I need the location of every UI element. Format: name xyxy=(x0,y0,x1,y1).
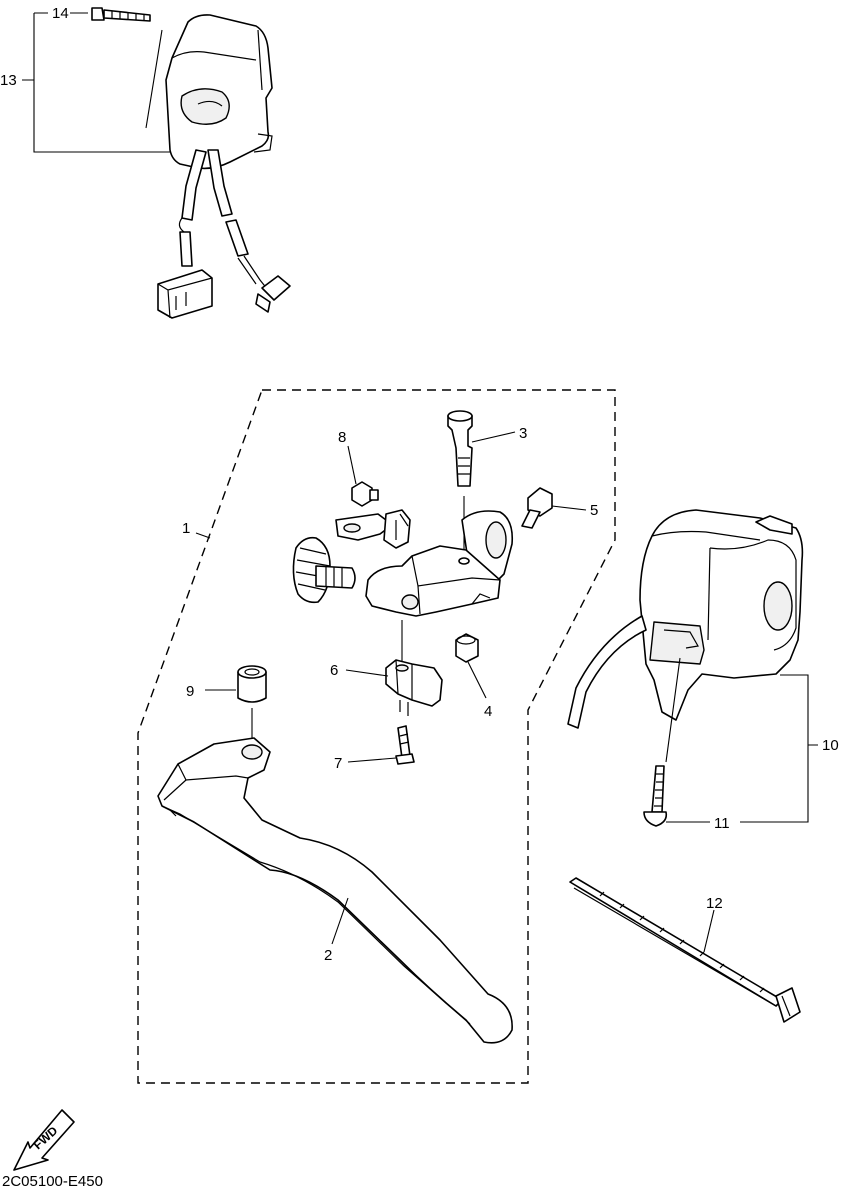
callout-14: 14 xyxy=(52,5,69,22)
lever-assembly-boundary xyxy=(137,389,616,1084)
callout-11: 11 xyxy=(714,815,730,832)
clutch-switch[interactable] xyxy=(385,659,443,716)
cable-tie[interactable] xyxy=(569,877,801,1023)
left-handlebar-switch-assembly[interactable] xyxy=(91,7,291,319)
callout-13: 13 xyxy=(0,72,17,89)
callout-3: 3 xyxy=(519,425,527,442)
lever-collar[interactable] xyxy=(237,665,267,703)
forward-arrow-icon: FWD xyxy=(13,1109,75,1171)
clutch-lever[interactable] xyxy=(157,737,513,1044)
callout-6: 6 xyxy=(330,662,338,679)
switch-screw[interactable] xyxy=(395,725,415,765)
callout-4: 4 xyxy=(484,703,492,720)
callout-9: 9 xyxy=(186,683,194,700)
callout-12: 12 xyxy=(706,895,723,912)
right-handlebar-switch[interactable] xyxy=(567,509,804,729)
pivot-bolt[interactable] xyxy=(447,410,473,487)
drawing-code: 2C05100-E450 xyxy=(2,1173,103,1188)
adjuster-screw[interactable] xyxy=(351,481,379,507)
callout-8: 8 xyxy=(338,429,346,446)
callout-5: 5 xyxy=(590,502,598,519)
mount-bolt[interactable] xyxy=(521,487,553,529)
callout-10: 10 xyxy=(822,737,839,754)
callout-7: 7 xyxy=(334,755,342,772)
lever-holder[interactable] xyxy=(292,509,514,617)
callout-2: 2 xyxy=(324,947,332,964)
switch-screw-long[interactable] xyxy=(643,765,668,827)
callout-1: 1 xyxy=(182,520,190,537)
lock-nut[interactable] xyxy=(455,633,479,663)
